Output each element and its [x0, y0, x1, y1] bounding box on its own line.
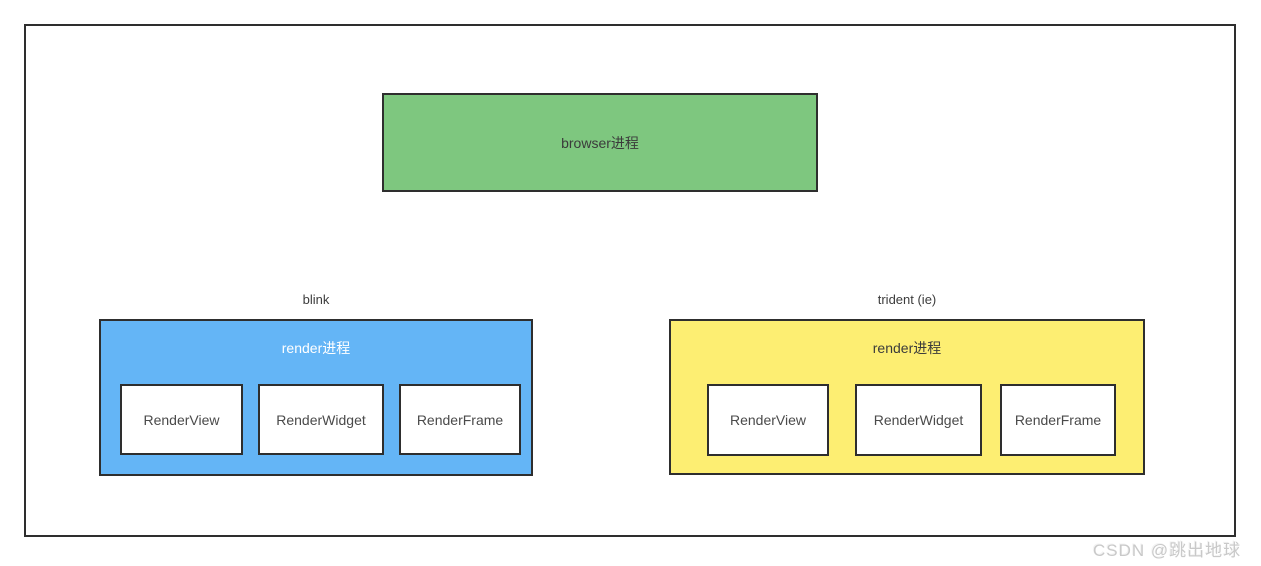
csdn-watermark: CSDN @跳出地球	[1093, 541, 1242, 560]
trident-renderwidget-label: RenderWidget	[873, 412, 964, 428]
blink-renderframe-box: RenderFrame	[399, 384, 521, 455]
blink-renderwidget-label: RenderWidget	[276, 411, 366, 428]
engine-label-trident: trident (ie)	[877, 292, 937, 307]
blink-renderframe-label: RenderFrame	[416, 411, 504, 428]
trident-renderview-box: RenderView	[707, 384, 829, 456]
blink-renderview-label: RenderView	[143, 411, 220, 428]
trident-renderframe-box: RenderFrame	[1000, 384, 1116, 456]
blink-renderwidget-box: RenderWidget	[258, 384, 384, 455]
trident-renderview-label: RenderView	[729, 412, 806, 428]
engine-label-blink: blink	[302, 292, 330, 307]
trident-renderwidget-box: RenderWidget	[855, 384, 982, 456]
render-process-label-trident: render进程	[872, 340, 942, 356]
browser-process-label: browser进程	[561, 134, 639, 151]
render-process-box-trident: render进程 RenderView RenderWidget RenderF…	[669, 319, 1145, 475]
trident-renderframe-label: RenderFrame	[1014, 412, 1102, 428]
browser-process-box: browser进程	[382, 93, 818, 192]
blink-renderview-box: RenderView	[120, 384, 243, 455]
render-process-box-blink: render进程 RenderView RenderWidget RenderF…	[99, 319, 533, 476]
render-process-label-blink: render进程	[281, 340, 351, 356]
